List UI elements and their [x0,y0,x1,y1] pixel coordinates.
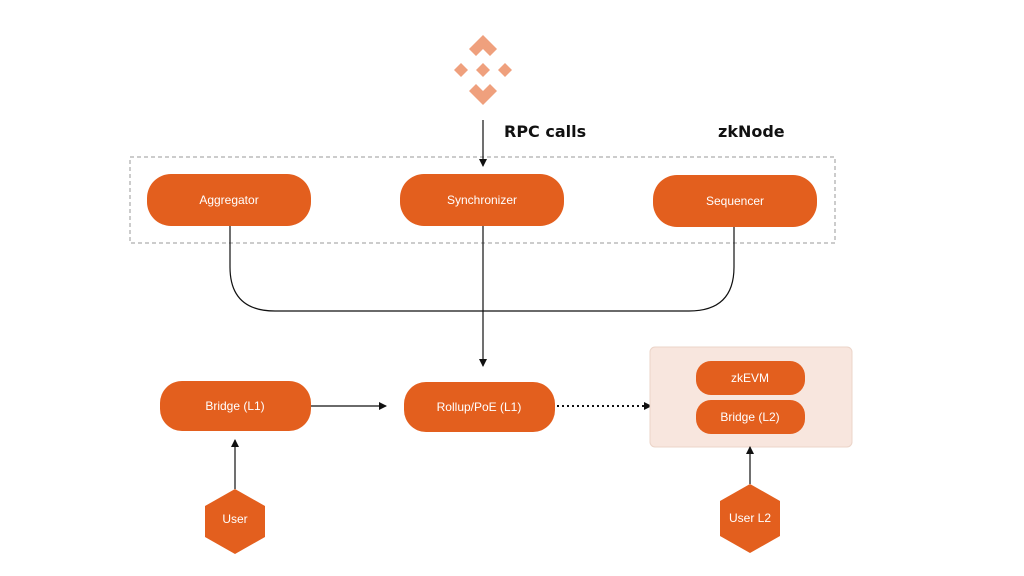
bridge-l1-label: Bridge (L1) [205,399,264,413]
binance-logo-icon [454,35,512,105]
user-l2-node [720,484,780,553]
synchronizer-node [400,174,564,226]
user-node [205,489,265,554]
aggregator-label: Aggregator [199,193,258,207]
rollup-poe-label: Rollup/PoE (L1) [437,400,522,414]
synchronizer-label: Synchronizer [447,193,517,207]
aggregator-node [147,174,311,226]
rollup-poe-node [404,382,555,432]
sequencer-label: Sequencer [706,194,764,208]
zkevm-node [696,361,805,395]
aggregator-to-sequencer-connector [229,226,735,312]
zknode-label: zkNode [718,122,785,141]
rpc-calls-label: RPC calls [504,122,586,141]
bridge-l2-label: Bridge (L2) [720,410,779,424]
bridge-l2-node [696,400,805,434]
sequencer-node [653,175,817,227]
zkevm-label: zkEVM [731,371,769,385]
bridge-l1-node [160,381,311,431]
user-label: User [222,512,247,526]
user-l2-label: User L2 [729,511,771,525]
